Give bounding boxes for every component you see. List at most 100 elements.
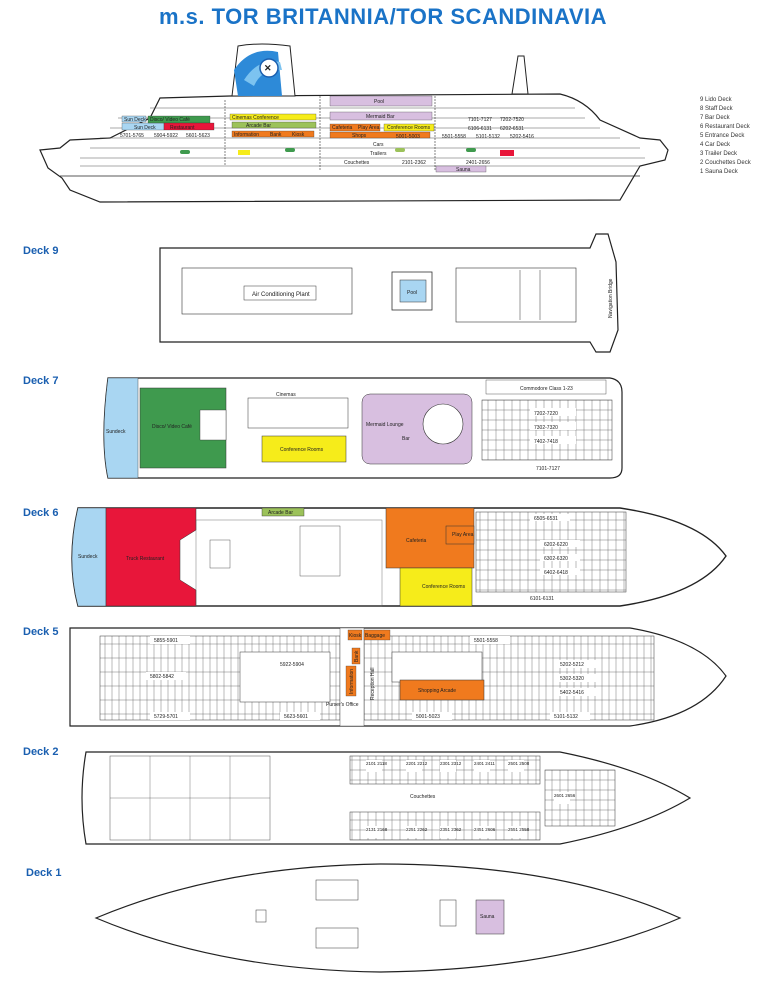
profile-range: 2101-2362: [402, 160, 426, 166]
profile-range: 7202-7520: [500, 117, 524, 123]
deck7-plan: Sundeck Disco/ Video Café Cinemas Confer…: [103, 377, 623, 479]
deck2-cabin-range: 2501 2508: [508, 761, 530, 766]
profile-range: 5001-5003: [396, 134, 420, 140]
deck5-cabin-range: 5001-5023: [416, 714, 440, 720]
deck7-cabin-range: 7402-7418: [534, 439, 558, 445]
profile-conf-rooms: Conference Rooms: [387, 125, 431, 131]
deck6-label: Deck 6: [23, 507, 59, 519]
deck7-cabin-range: 7101-7127: [536, 466, 560, 472]
deck1-sauna: Sauna: [480, 914, 495, 920]
deck1-label: Deck 1: [26, 867, 62, 879]
deck9-plan: Air Conditioning Plant Pool Navigation B…: [159, 233, 619, 353]
deck5-cabin-range: 5855-5901: [154, 638, 178, 644]
legend-item: 6 Restaurant Deck: [700, 124, 750, 130]
legend-item: 7 Bar Deck: [700, 115, 730, 121]
deck6-restaurant-area: [105, 507, 197, 607]
profile-range: 6202-6531: [500, 126, 524, 132]
profile-range: 6106-6131: [468, 126, 492, 132]
deck6-cabin-range: 6202-6220: [544, 542, 568, 548]
deck6-restaurant: Truck Restaurant: [126, 556, 165, 562]
legend-item: 4 Car Deck: [700, 142, 731, 148]
deck9-label: Deck 9: [23, 245, 59, 257]
profile-sun-deck-top: Sun Deck: [124, 117, 146, 123]
legend-item: 2 Couchettes Deck: [700, 160, 751, 166]
deck7-cabin-range: 7202-7220: [534, 411, 558, 417]
deck7-sundeck: Sundeck: [106, 429, 126, 435]
legend-item: 8 Staff Deck: [700, 106, 733, 112]
deck2-cabin-range: 2551 2558: [508, 827, 530, 832]
deck6-plan: Sundeck Truck Restaurant Arcade Bar Cafe…: [71, 507, 727, 607]
deck7-cabin-range: 7302-7320: [534, 425, 558, 431]
funnel-logo-icon: [259, 58, 279, 78]
deck2-cabin-range: 2401 2411: [474, 761, 495, 766]
deck7-conference: Conference Rooms: [280, 447, 324, 453]
profile-shops: Shops: [352, 133, 367, 139]
deck5-cabin-range: 5922-5904: [280, 662, 304, 668]
deck9-navigation-bridge: Navigation Bridge: [608, 278, 614, 318]
profile-cafeteria: Cafeteria: [332, 125, 353, 131]
deck6-cabin-range: 6302-6320: [544, 556, 568, 562]
profile-sun-deck: Sun Deck: [134, 125, 156, 131]
deck9-pool-label: Pool: [407, 290, 417, 296]
profile-information: Information: [234, 132, 259, 138]
deck9-ac-plant: Air Conditioning Plant: [252, 292, 310, 298]
deck5-cabin-range: 5501-5558: [474, 638, 498, 644]
profile-range: 5101-5132: [476, 134, 500, 140]
profile-cars: Cars: [373, 142, 384, 148]
profile-range: 2401-2656: [466, 160, 490, 166]
deck2-cabin-range: 2351 2362: [440, 827, 462, 832]
deck5-reception-hall: Reception Hall: [370, 667, 376, 700]
profile-range: 5904-5922: [154, 133, 178, 139]
page-title: m.s. TOR BRITANNIA/TOR SCANDINAVIA: [158, 4, 608, 29]
deck7-mermaid: Mermaid Lounge: [366, 422, 404, 428]
deck7-disco: Disco/ Video Café: [152, 424, 192, 430]
deck5-cabin-range: 5802-5842: [150, 674, 174, 680]
legend-item: 3 Trailer Deck: [700, 151, 738, 157]
deck5-shopping-area: [399, 679, 485, 701]
profile-disco: Disco/ Video Café: [150, 117, 190, 123]
profile-couchettes: Couchettes: [344, 160, 370, 166]
deck2-cabin-range: 2131 2168: [366, 827, 388, 832]
deck2-plan: Couchettes 2101 2118 2201 2212 2301 2312…: [81, 751, 692, 845]
profile-trailers: Trailers: [370, 151, 387, 157]
deck6-arcade-bar: Arcade Bar: [268, 510, 293, 516]
deck2-label: Deck 2: [23, 746, 59, 758]
profile-sauna: Sauna: [456, 167, 471, 173]
profile-mermaid: Mermaid Bar: [366, 114, 395, 120]
deck7-commodore: Commodore Class 1-23: [520, 386, 573, 392]
deck2-cabin-range: 2451 2606: [474, 827, 496, 832]
deck5-cabin-range: 5623-5601: [284, 714, 308, 720]
legend-item: 9 Lido Deck: [700, 97, 732, 103]
deck7-cinemas: Cinemas: [276, 392, 296, 398]
profile-pool: Pool: [374, 99, 384, 105]
deck7-bar: Bar: [402, 436, 410, 442]
deck5-cabin-range: 5402-5416: [560, 690, 584, 696]
deck1-sauna-area: [475, 899, 505, 935]
profile-cinemas: Cinemas Conference: [232, 115, 279, 121]
deck5-cabin-range: 5729-5701: [154, 714, 178, 720]
deck5-baggage: Baggage: [365, 633, 385, 639]
profile-range: 5202-5416: [510, 134, 534, 140]
deck2-cabin-range: 2301 2312: [440, 761, 462, 766]
deck2-cabin-range: 2201 2212: [406, 761, 428, 766]
deck2-cabin-range: 2101 2118: [366, 761, 387, 766]
deck5-cabin-range: 5302-5320: [560, 676, 584, 682]
deck6-play-area: Play Area: [452, 532, 474, 538]
profile-bank: Bank: [270, 132, 282, 138]
profile-range: 7101-7127: [468, 117, 492, 123]
profile-range: 5601-5623: [186, 133, 210, 139]
deck2-couchettes: Couchettes: [410, 794, 436, 800]
deck6-cabin-range: 6101-6131: [530, 596, 554, 602]
deck7-conference-area: [261, 435, 347, 463]
deck6-cabin-range: 6402-6418: [544, 570, 568, 576]
deck6-cafeteria: Cafeteria: [406, 538, 427, 544]
ship-profile: ✕ Sun Deck S: [39, 43, 669, 203]
profile-arcade: Arcade Bar: [246, 123, 271, 129]
profile-play-area: Play Area: [358, 125, 380, 131]
deck5-cabin-range: 5101-5132: [554, 714, 578, 720]
deck9-pool-area: [399, 279, 427, 303]
profile-kiosk: Kiosk: [292, 132, 305, 138]
deck6-cabin-range: 6505-6531: [534, 516, 558, 522]
deck5-purser: Purser's Office: [326, 702, 359, 708]
